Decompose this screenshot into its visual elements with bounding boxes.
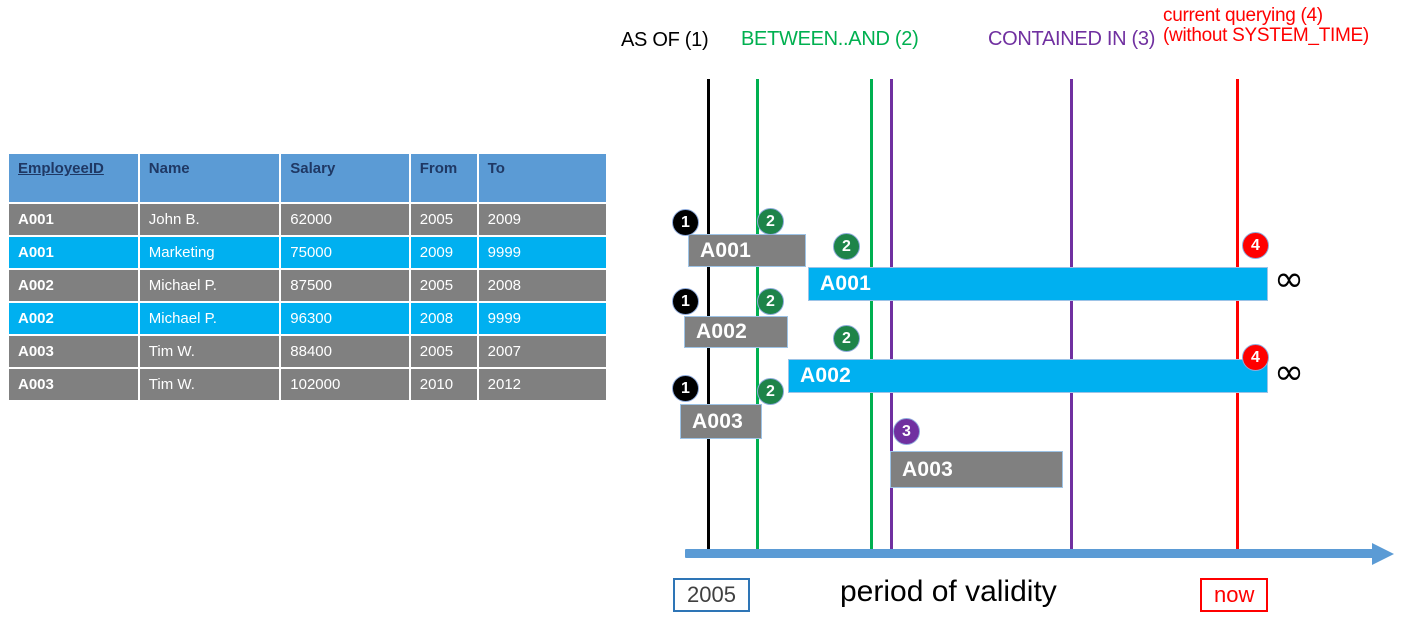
line-between-end-green xyxy=(870,79,873,558)
line-now-red xyxy=(1236,79,1239,558)
column-header-salary-label: Salary xyxy=(290,160,336,177)
cell-employeeid: A002 xyxy=(9,303,138,334)
cell-to: 2012 xyxy=(478,369,606,400)
cell-salary: 88400 xyxy=(281,336,409,367)
marker-1-a002: 1 xyxy=(672,288,699,315)
cell-name: John B. xyxy=(139,204,280,235)
cell-salary: 87500 xyxy=(281,270,409,301)
cell-name: Michael P. xyxy=(139,303,280,334)
legend-contained-in: CONTAINED IN (3) xyxy=(988,28,1156,50)
cell-from: 2010 xyxy=(410,369,477,400)
marker-4-a002: 4 xyxy=(1242,344,1269,371)
employee-history-table: EmployeeID Name Salary From To A001 John… xyxy=(7,152,608,402)
cell-employeeid: A001 xyxy=(9,204,138,235)
marker-3-a003: 3 xyxy=(893,418,920,445)
bar-a002-current: A002 xyxy=(788,359,1268,393)
column-header-to-label: To xyxy=(487,160,505,177)
cell-employeeid: A003 xyxy=(9,336,138,367)
table-row: A002 Michael P. 87500 2005 2008 xyxy=(9,270,606,301)
cell-salary: 75000 xyxy=(281,237,409,268)
time-axis-arrow-icon xyxy=(1372,543,1394,565)
column-header-salary: Salary xyxy=(281,154,409,202)
column-header-from: From xyxy=(410,154,477,202)
line-contained-start-purple xyxy=(890,79,893,558)
infinity-icon: ∞ xyxy=(1274,259,1304,300)
cell-from: 2008 xyxy=(410,303,477,334)
marker-1-a001: 1 xyxy=(672,209,699,236)
column-header-employeeid: EmployeeID xyxy=(9,154,138,202)
cell-employeeid: A003 xyxy=(9,369,138,400)
marker-2-a003: 2 xyxy=(757,378,784,405)
legend-between-and: BETWEEN..AND (2) xyxy=(741,28,919,50)
bar-a002-historical: A002 xyxy=(684,316,788,348)
bar-a001-historical: A001 xyxy=(688,234,806,267)
marker-2-a001-start: 2 xyxy=(757,208,784,235)
cell-to: 9999 xyxy=(478,303,606,334)
legend-current-querying-line1: current querying (4) xyxy=(1163,5,1323,26)
marker-2-a001-end: 2 xyxy=(833,233,860,260)
legend-current-querying: current querying (4) (without SYSTEM_TIM… xyxy=(1163,6,1369,46)
marker-1-a003: 1 xyxy=(672,375,699,402)
table-row: A003 Tim W. 88400 2005 2007 xyxy=(9,336,606,367)
column-header-to: To xyxy=(478,154,606,202)
cell-from: 2009 xyxy=(410,237,477,268)
line-contained-end-purple xyxy=(1070,79,1073,558)
cell-to: 2007 xyxy=(478,336,606,367)
bar-a003-historical-first: A003 xyxy=(680,404,762,439)
cell-name: Michael P. xyxy=(139,270,280,301)
cell-employeeid: A002 xyxy=(9,270,138,301)
table-row: A002 Michael P. 96300 2008 9999 xyxy=(9,303,606,334)
cell-from: 2005 xyxy=(410,270,477,301)
marker-2-a002-end: 2 xyxy=(833,325,860,352)
axis-start-label: 2005 xyxy=(673,578,750,612)
cell-name: Tim W. xyxy=(139,336,280,367)
cell-salary: 102000 xyxy=(281,369,409,400)
marker-4-a001: 4 xyxy=(1242,232,1269,259)
cell-salary: 62000 xyxy=(281,204,409,235)
table-row: A001 Marketing 75000 2009 9999 xyxy=(9,237,606,268)
cell-to: 2008 xyxy=(478,270,606,301)
axis-caption: period of validity xyxy=(840,575,1057,608)
legend-current-querying-line2: (without SYSTEM_TIME) xyxy=(1163,24,1369,46)
time-axis xyxy=(685,549,1375,558)
column-header-employeeid-label: EmployeeID xyxy=(18,160,104,177)
marker-2-a002-start: 2 xyxy=(757,288,784,315)
cell-to: 2009 xyxy=(478,204,606,235)
table-header-row: EmployeeID Name Salary From To xyxy=(9,154,606,202)
table-row: A001 John B. 62000 2005 2009 xyxy=(9,204,606,235)
cell-salary: 96300 xyxy=(281,303,409,334)
cell-employeeid: A001 xyxy=(9,237,138,268)
cell-name: Marketing xyxy=(139,237,280,268)
column-header-name: Name xyxy=(139,154,280,202)
cell-to: 9999 xyxy=(478,237,606,268)
cell-from: 2005 xyxy=(410,204,477,235)
axis-now-label: now xyxy=(1200,578,1269,612)
table-row: A003 Tim W. 102000 2010 2012 xyxy=(9,369,606,400)
bar-a001-current: A001 xyxy=(808,267,1268,301)
legend-as-of: AS OF (1) xyxy=(621,29,709,51)
column-header-from-label: From xyxy=(419,160,458,177)
infinity-icon: ∞ xyxy=(1274,352,1304,393)
bar-a003-historical-second: A003 xyxy=(890,451,1063,488)
column-header-name-label: Name xyxy=(148,160,190,177)
cell-name: Tim W. xyxy=(139,369,280,400)
cell-from: 2005 xyxy=(410,336,477,367)
